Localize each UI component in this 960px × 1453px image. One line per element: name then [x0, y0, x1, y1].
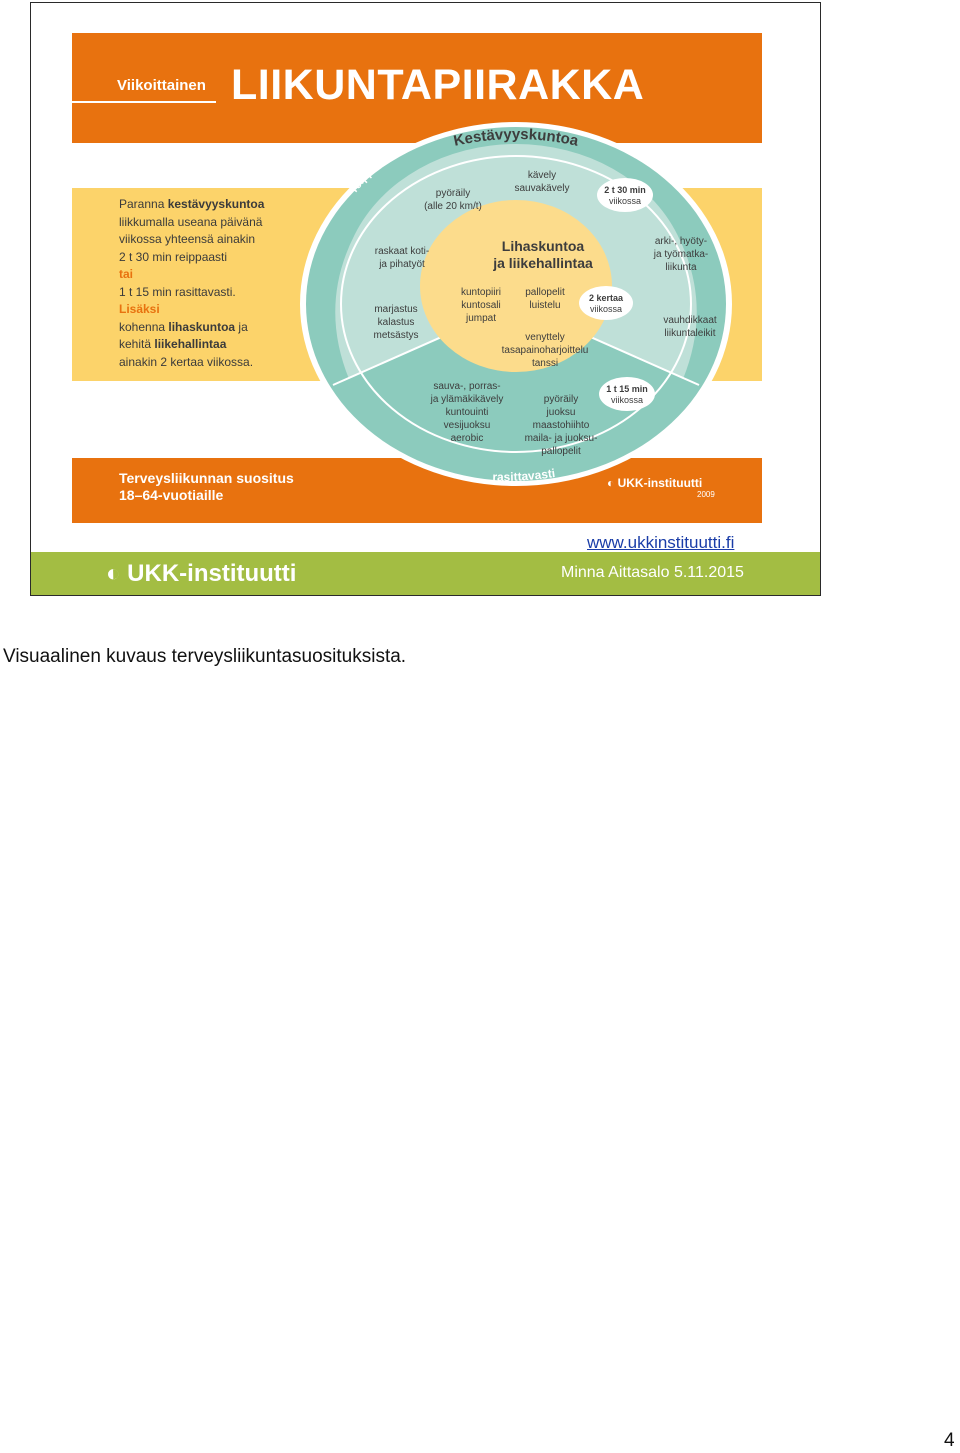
- badge-inner-1: 2 kertaa: [589, 293, 624, 303]
- right-activity-1b: ja työmatka-: [653, 249, 708, 260]
- right-activity-2b: liikuntaleikit: [664, 328, 715, 339]
- center-bottom-3: tanssi: [532, 358, 558, 369]
- center-right-2: luistelu: [529, 300, 560, 311]
- ukk-logo-small: ◐ UKK-instituutti: [607, 476, 702, 490]
- rec-line-8: kohenna lihaskuntoa ja: [119, 319, 248, 334]
- arc-bottom-label: rasittavasti: [492, 466, 556, 484]
- center-title-2: ja liikehallintaa: [492, 255, 593, 271]
- slide-caption: Visuaalinen kuvaus terveysliikuntasuosit…: [3, 646, 407, 667]
- bottom-right-2: juoksu: [546, 407, 576, 418]
- bottom-left-3: kuntouinti: [446, 407, 489, 418]
- badge-outer-1: 2 t 30 min: [604, 185, 646, 195]
- badge-bottom-1: 1 t 15 min: [606, 384, 648, 394]
- badge-bottom-2: viikossa: [611, 395, 643, 405]
- bottom-right-3: maastohiihto: [533, 420, 590, 431]
- rec-line-9: kehitä liikehallintaa: [119, 337, 227, 351]
- rec-line-or: tai: [119, 267, 134, 281]
- center-left-2: kuntosali: [461, 300, 500, 311]
- top-left-activity-2: (alle 20 km/t): [424, 201, 482, 212]
- rec-line-additionally: Lisäksi: [119, 302, 160, 316]
- slide: Viikoittainen LIIKUNTAPIIRAKKA Paranna k…: [30, 2, 821, 596]
- recommendation-title-2: 18–64-vuotiaille: [119, 487, 224, 503]
- rec-line-6: 1 t 15 min rasittavasti.: [119, 284, 236, 299]
- left-activity-1b: ja pihatyöt: [378, 259, 425, 270]
- recommendation-text: Paranna kestävyyskuntoa liikkumalla usea…: [119, 196, 319, 371]
- bottom-right-1: pyöräily: [544, 394, 578, 405]
- pie-center: [420, 200, 612, 372]
- footer-logo-text: UKK-instituutti: [127, 560, 297, 587]
- rec-line-4: 2 t 30 min reippaasti: [119, 249, 228, 264]
- rec-line-2: liikkumalla useana päivänä: [119, 214, 263, 229]
- rec-line-10: ainakin 2 kertaa viikossa.: [119, 354, 254, 369]
- footer-bar: [31, 552, 820, 595]
- right-activity-2a: vauhdikkaat: [663, 315, 717, 326]
- footer-author-date: Minna Aittasalo 5.11.2015: [561, 564, 744, 581]
- activity-pie: Kestävyyskuntoa reippaasti reippaasti ra…: [300, 122, 732, 486]
- rec-line-3: viikossa yhteensä ainakin: [119, 232, 256, 246]
- rec-line-1: Paranna kestävyyskuntoa: [119, 197, 265, 211]
- footer-logo: ◐ UKK-instituutti: [106, 560, 296, 588]
- ukk-logo-year: 2009: [697, 490, 715, 499]
- left-activity-2b: kalastus: [378, 317, 415, 328]
- bottom-left-2: ja ylämäkikävely: [430, 394, 504, 405]
- badge-inner-2: viikossa: [590, 304, 622, 314]
- center-title-1: Lihaskuntoa: [502, 238, 585, 254]
- recommendation-title: Terveysliikunnan suositus 18–64-vuotiail…: [119, 470, 294, 504]
- header-band: [72, 33, 762, 143]
- bottom-left-4: vesijuoksu: [444, 420, 491, 431]
- badge-bottom: 1 t 15 min viikossa: [599, 377, 655, 411]
- website-link[interactable]: www.ukkinstituutti.fi: [587, 533, 735, 552]
- top-mid-activity-2: sauvakävely: [514, 183, 569, 194]
- pie-inner-ring: [340, 155, 692, 453]
- center-left-1: kuntopiiri: [461, 287, 501, 298]
- outer-title: Kestävyyskuntoa: [452, 126, 580, 150]
- left-activity-2c: metsästys: [373, 330, 418, 341]
- header-kicker: Viikoittainen: [117, 77, 206, 94]
- center-left-3: jumpat: [465, 313, 496, 324]
- badge-outer-2: viikossa: [609, 196, 641, 206]
- bottom-left-5: aerobic: [451, 433, 484, 444]
- badge-inner: 2 kertaa viikossa: [579, 286, 633, 320]
- footer-band: [72, 458, 762, 523]
- right-activity-1a: arki-, hyöty-: [655, 236, 707, 247]
- center-right-1: pallopelit: [525, 287, 565, 298]
- ukk-logo-icon: ◐: [607, 476, 615, 490]
- footer-logo-icon: ◐: [106, 560, 121, 587]
- right-activity-1c: liikunta: [665, 262, 697, 273]
- center-bottom-2: tasapainoharjoittelu: [502, 345, 589, 356]
- left-activity-1a: raskaat koti-: [375, 246, 429, 257]
- header-title: LIIKUNTAPIIRAKKA: [231, 61, 645, 109]
- top-left-activity-1: pyöräily: [436, 188, 470, 199]
- badge-outer: 2 t 30 min viikossa: [597, 178, 653, 212]
- bottom-right-4: maila- ja juoksu-: [525, 433, 598, 444]
- ukk-logo-small-text: UKK-instituutti: [617, 476, 703, 490]
- bottom-left-1: sauva-, porras-: [433, 381, 500, 392]
- page-number: 4: [944, 1430, 955, 1451]
- top-mid-activity-1: kävely: [528, 170, 556, 181]
- bottom-right-5: pallopelit: [541, 446, 581, 457]
- left-activity-2a: marjastus: [374, 304, 417, 315]
- kicker-underline: [72, 101, 216, 103]
- recommendation-title-1: Terveysliikunnan suositus: [119, 470, 294, 486]
- center-bottom-1: venyttely: [525, 332, 564, 343]
